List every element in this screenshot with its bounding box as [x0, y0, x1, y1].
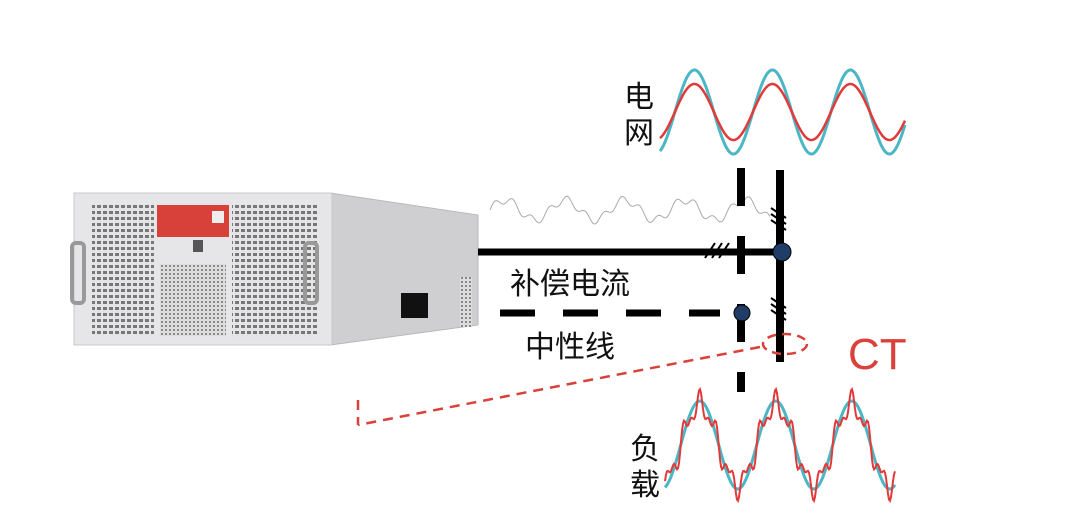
compensation-current-label: 补偿电流	[510, 267, 630, 302]
ct-sensor	[761, 332, 809, 356]
device-port	[401, 293, 428, 318]
device-side-vent	[460, 277, 472, 327]
device-switch	[193, 240, 203, 252]
device-qr-code	[212, 211, 224, 223]
load-label: 负载	[630, 432, 660, 503]
neutral-node	[733, 304, 751, 322]
grid-reference-wave	[658, 68, 907, 156]
load-reference-wave	[663, 399, 897, 491]
device-handle-right	[303, 241, 319, 305]
device-vent-left	[92, 205, 154, 335]
grid-voltage-wave	[659, 82, 907, 142]
device-handle-left	[70, 241, 86, 305]
device-side-panel	[329, 192, 479, 346]
device-vent-center	[160, 264, 226, 336]
phase-node	[772, 242, 792, 262]
grid-label: 电网	[624, 80, 654, 151]
load-current-wave	[664, 387, 896, 503]
compensation-waveform	[489, 195, 771, 225]
ct-label: CT	[848, 330, 907, 379]
active-power-filter-device	[70, 192, 479, 346]
ct-signal-line	[357, 345, 761, 427]
line-hatch-marks	[704, 207, 787, 321]
neutral-line-label: 中性线	[525, 330, 615, 365]
device-vent-right	[232, 205, 317, 337]
